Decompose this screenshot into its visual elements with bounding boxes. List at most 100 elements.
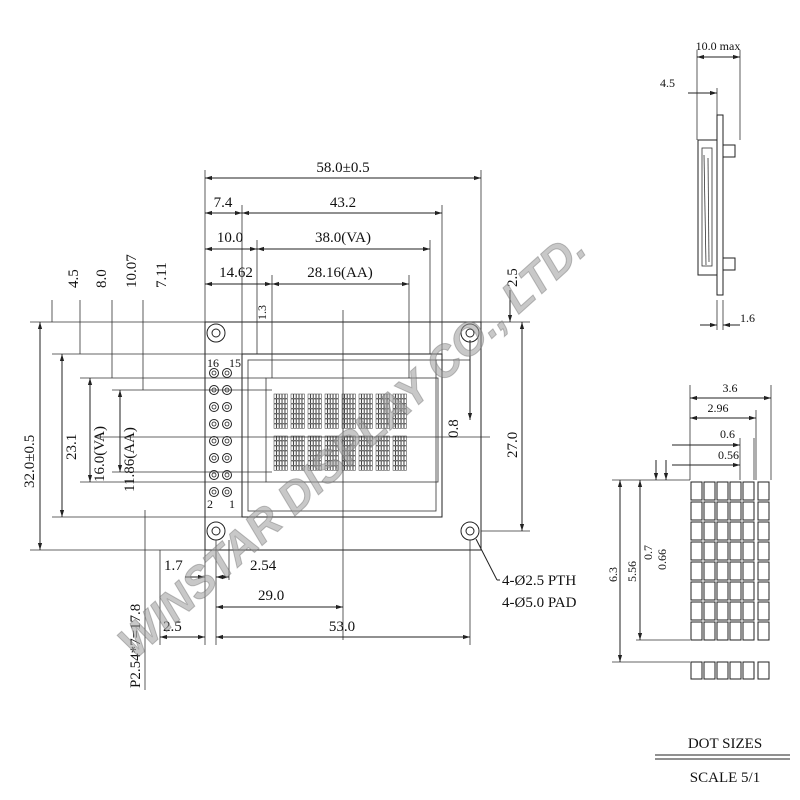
pin-hole bbox=[222, 419, 232, 429]
dim-10-07: 10.07 bbox=[124, 254, 140, 288]
character-cell bbox=[375, 435, 390, 471]
pin-1-label: 1 bbox=[229, 497, 235, 511]
hole-pth-label: 4-Ø2.5 PTH bbox=[502, 573, 576, 589]
cursor-dot bbox=[690, 661, 703, 680]
cursor-dot bbox=[729, 661, 742, 680]
dot-grid bbox=[690, 481, 770, 680]
dim-2-5: 2.5 bbox=[163, 619, 182, 635]
dot-cell bbox=[729, 541, 742, 561]
dot-0-56: 0.56 bbox=[718, 448, 739, 462]
dot-cell bbox=[757, 561, 770, 581]
character-cell bbox=[307, 435, 322, 471]
dot-cell bbox=[716, 561, 729, 581]
character-cell bbox=[290, 435, 305, 471]
dot-cell bbox=[690, 621, 703, 641]
dot-cell bbox=[757, 501, 770, 521]
character-cell bbox=[324, 435, 339, 471]
pin-hole bbox=[209, 419, 219, 429]
dim-53-0: 53.0 bbox=[329, 619, 355, 635]
pin-hole bbox=[209, 436, 219, 446]
pin-hole bbox=[209, 402, 219, 412]
dim-0-8: 0.8 bbox=[446, 419, 462, 438]
dim-4-5: 4.5 bbox=[66, 269, 82, 288]
dot-cell bbox=[690, 501, 703, 521]
dot-cell bbox=[757, 601, 770, 621]
side-view: 10.0 max 4.5 1.6 bbox=[660, 39, 755, 330]
dot-cell bbox=[703, 581, 716, 601]
dim-2-54: 2.54 bbox=[250, 558, 277, 574]
dot-cell bbox=[729, 521, 742, 541]
dot-cell bbox=[703, 561, 716, 581]
left-dimensions: 4.5 8.0 10.07 7.11 32.0±0.5 23.1 16.0(VA… bbox=[22, 254, 272, 551]
dim-pitch: P2.54*7=17.8 bbox=[128, 604, 144, 688]
dot-cell bbox=[703, 521, 716, 541]
dot-cell bbox=[742, 601, 755, 621]
character-cell bbox=[358, 435, 373, 471]
dot-cell bbox=[690, 581, 703, 601]
dot-cell bbox=[716, 541, 729, 561]
right-dimensions: 27.0 0.8 bbox=[436, 321, 530, 532]
mounting-holes bbox=[206, 323, 480, 541]
dot-cell bbox=[716, 481, 729, 501]
dot-cell bbox=[742, 581, 755, 601]
dot-sizes-detail: 3.6 2.96 0.6 0.56 6.3 5.56 0.7 0.66 bbox=[606, 381, 772, 680]
pin-hole bbox=[222, 436, 232, 446]
dot-cell bbox=[729, 601, 742, 621]
dot-0-6: 0.6 bbox=[720, 427, 735, 441]
character-cell bbox=[392, 435, 407, 471]
dot-3-6: 3.6 bbox=[723, 381, 738, 395]
bezel-outer bbox=[241, 353, 443, 518]
dot-cell bbox=[757, 581, 770, 601]
cursor-dot bbox=[742, 661, 755, 680]
dim-7-11: 7.11 bbox=[154, 262, 170, 288]
dot-cell bbox=[757, 521, 770, 541]
dim-va-left: 10.0 bbox=[217, 230, 243, 246]
pin-hole bbox=[222, 368, 232, 378]
dot-cell bbox=[742, 541, 755, 561]
dim-bezel-width: 43.2 bbox=[330, 195, 356, 211]
dot-cell bbox=[742, 621, 755, 641]
dot-0-66: 0.66 bbox=[655, 549, 669, 570]
pin-hole bbox=[209, 470, 219, 480]
dot-cell bbox=[690, 561, 703, 581]
pin-16-label: 16 bbox=[207, 356, 219, 370]
dot-6-3: 6.3 bbox=[606, 567, 620, 582]
pin-hole bbox=[222, 470, 232, 480]
dot-cell bbox=[703, 541, 716, 561]
dim-aa-width: 28.16(AA) bbox=[307, 265, 372, 281]
dot-cell bbox=[703, 621, 716, 641]
dot-cell bbox=[742, 481, 755, 501]
dot-0-7: 0.7 bbox=[641, 545, 655, 560]
dot-cell bbox=[729, 621, 742, 641]
dot-cell bbox=[742, 561, 755, 581]
pin-hole bbox=[209, 487, 219, 497]
dot-cell bbox=[729, 581, 742, 601]
dim-height-total: 32.0±0.5 bbox=[22, 435, 38, 488]
dot-cell bbox=[757, 481, 770, 501]
character-cell bbox=[290, 393, 305, 429]
dim-left-offset: 7.4 bbox=[214, 195, 233, 211]
dot-cell bbox=[703, 501, 716, 521]
character-cell bbox=[273, 393, 288, 429]
character-cell bbox=[324, 393, 339, 429]
cursor-dot bbox=[703, 661, 716, 680]
dot-cell bbox=[690, 541, 703, 561]
dot-cell bbox=[716, 601, 729, 621]
pin-hole bbox=[222, 453, 232, 463]
dot-cell bbox=[729, 501, 742, 521]
title-block: DOT SIZES SCALE 5/1 bbox=[655, 736, 790, 786]
connector-pins bbox=[209, 368, 232, 497]
dim-height-23-1: 23.1 bbox=[64, 434, 80, 460]
dot-cell bbox=[703, 601, 716, 621]
scale-label: SCALE 5/1 bbox=[690, 770, 760, 786]
dim-right-2-5: 2.5 bbox=[505, 268, 521, 287]
character-matrix bbox=[273, 393, 407, 471]
side-max: 10.0 max bbox=[696, 39, 741, 53]
dim-va-width: 38.0(VA) bbox=[315, 230, 371, 246]
dim-aa-left: 14.62 bbox=[219, 265, 253, 281]
dim-1-3: 1.3 bbox=[255, 305, 269, 320]
hole-pad-label: 4-Ø5.0 PAD bbox=[502, 595, 577, 611]
cursor-dot bbox=[757, 661, 770, 680]
dim-height-aa: 11.86(AA) bbox=[122, 427, 138, 492]
